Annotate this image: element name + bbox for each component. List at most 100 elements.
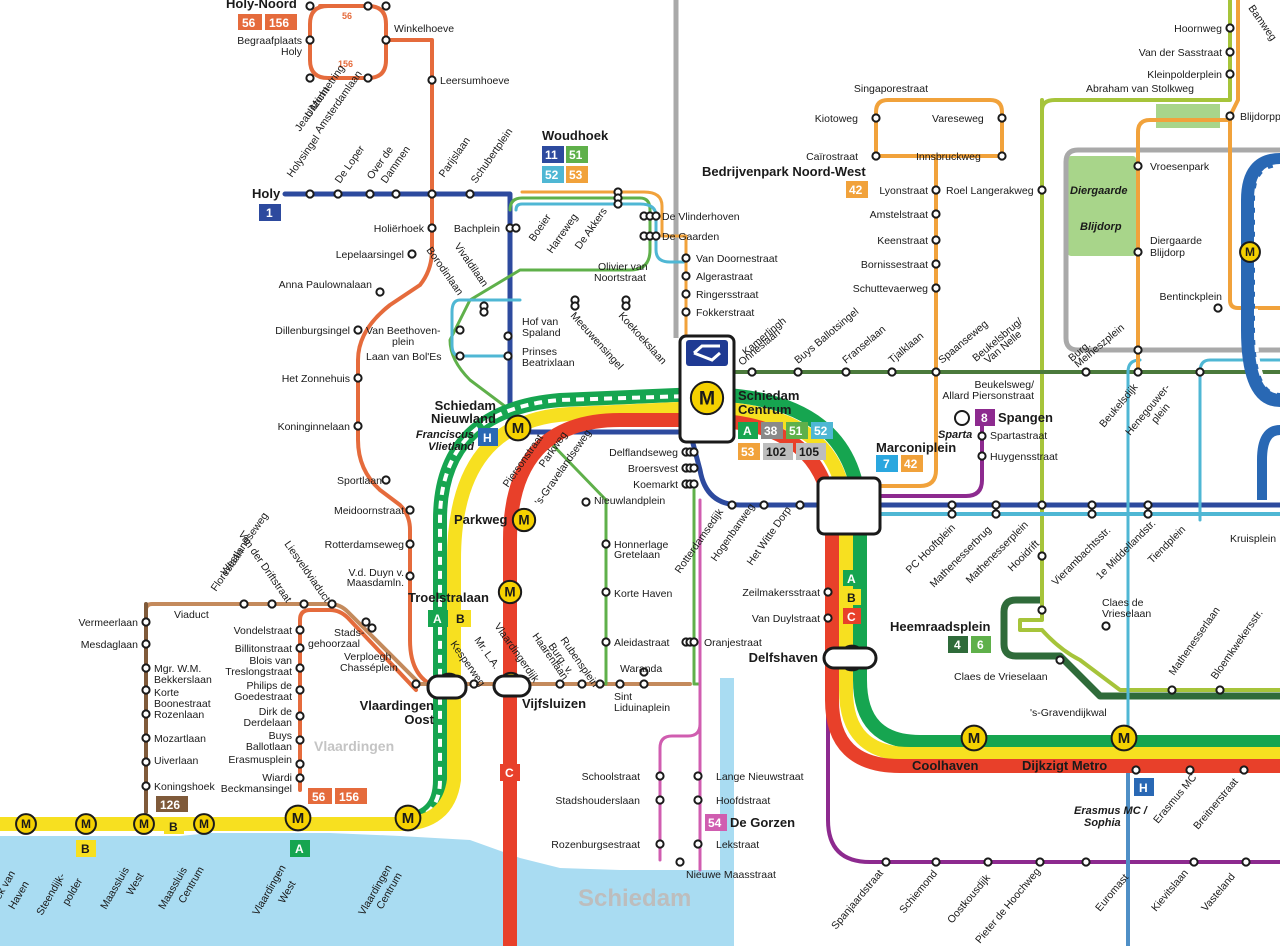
station-dot[interactable]: [639, 679, 649, 689]
station-label-wiardi[interactable]: Wiardi: [262, 772, 292, 784]
station-dot[interactable]: [305, 35, 315, 45]
station-dot[interactable]: [577, 679, 587, 689]
station-dot[interactable]: [693, 795, 703, 805]
station-dot[interactable]: [997, 151, 1007, 161]
station-label-olivier-2[interactable]: Noortstraat: [594, 272, 646, 284]
station-dot[interactable]: [141, 757, 151, 767]
station-label-bachplein[interactable]: Bachplein: [454, 223, 500, 235]
station-dot[interactable]: [503, 351, 513, 361]
station-dot[interactable]: [615, 679, 625, 689]
station-dot[interactable]: [1225, 23, 1235, 33]
station-dot[interactable]: [239, 599, 249, 609]
station-label-koningshoek[interactable]: Koningshoek: [154, 781, 215, 793]
station-dot[interactable]: [931, 283, 941, 293]
station-dot[interactable]: [747, 367, 757, 377]
station-label-meeuwensingel[interactable]: Meeuwensingel: [568, 310, 626, 372]
station-label-hof-van-1[interactable]: Hof van: [522, 316, 558, 328]
station-label-koekoekslaan[interactable]: Koekoekslaan: [616, 310, 669, 367]
station-dot[interactable]: [455, 325, 465, 335]
station-label-cairostraat[interactable]: Caïrostraat: [806, 151, 858, 163]
station-label-buys-1[interactable]: Buys: [269, 730, 292, 742]
station-dot[interactable]: [375, 287, 385, 297]
station-label-vasteland[interactable]: Vasteland: [1199, 871, 1238, 914]
station-label-laan-van-boles[interactable]: Laan van Bol'Es: [366, 351, 442, 363]
station-dot[interactable]: [947, 500, 957, 510]
station-label-delflandseweg[interactable]: Delflandseweg: [609, 447, 678, 459]
station-dot[interactable]: [881, 857, 891, 867]
station-dot[interactable]: [327, 599, 337, 609]
station-dot[interactable]: [469, 679, 479, 689]
station-label-innsbruckweg[interactable]: Innsbruckweg: [916, 151, 981, 163]
station-dot[interactable]: [651, 231, 661, 241]
station-dot[interactable]: [983, 857, 993, 867]
station-dot[interactable]: [363, 1, 373, 11]
station-label-korte-2[interactable]: Boonestraat: [154, 698, 211, 710]
station-dot[interactable]: [333, 189, 343, 199]
station-label-buys-2[interactable]: Ballotlaan: [246, 741, 292, 753]
station-label-hof-van-2[interactable]: Spaland: [522, 327, 561, 339]
station-label-algerastraat[interactable]: Algerastraat: [696, 271, 753, 283]
station-label-sint-1[interactable]: Sint: [614, 691, 632, 703]
station-label-keenstraat[interactable]: Keenstraat: [877, 235, 928, 247]
station-label-blois-1[interactable]: Blois van: [249, 655, 292, 667]
station-dot[interactable]: [727, 500, 737, 510]
station-dot[interactable]: [295, 663, 305, 673]
station-label-dillenburgsingel[interactable]: Dillenburgsingel: [275, 325, 350, 337]
station-label-vermeerlaan[interactable]: Vermeerlaan: [78, 617, 138, 629]
station-dot[interactable]: [1133, 161, 1143, 171]
station-dot[interactable]: [1225, 69, 1235, 79]
troelstralaan-metro[interactable]: M: [497, 579, 523, 605]
station-label-verploegh-2[interactable]: Chasséplein: [340, 662, 398, 674]
schiedam-centrum-metro[interactable]: M: [689, 380, 725, 416]
station-dot[interactable]: [295, 773, 305, 783]
station-label-rotterdamseweg[interactable]: Rotterdamseweg: [325, 539, 405, 551]
station-dot[interactable]: [759, 500, 769, 510]
station-dot[interactable]: [295, 625, 305, 635]
station-dot[interactable]: [681, 271, 691, 281]
station-dot[interactable]: [427, 223, 437, 233]
station-dot[interactable]: [841, 367, 851, 377]
station-dot[interactable]: [381, 1, 391, 11]
station-dot[interactable]: [363, 73, 373, 83]
station-dot[interactable]: [795, 500, 805, 510]
station-dot[interactable]: [295, 643, 305, 653]
station-dot[interactable]: [991, 500, 1001, 510]
station-label-bornissestraat[interactable]: Bornissestraat: [861, 259, 928, 271]
station-dot[interactable]: [405, 539, 415, 549]
station-dot[interactable]: [141, 663, 151, 673]
station-label-waranda[interactable]: Waranda: [620, 663, 662, 675]
station-dot[interactable]: [299, 599, 309, 609]
station-dot[interactable]: [141, 617, 151, 627]
parkweg-metro[interactable]: M: [511, 507, 537, 533]
station-dot[interactable]: [931, 367, 941, 377]
station-label-vd-duyn-1[interactable]: V.d. Duyn v.: [349, 567, 404, 579]
station-label-billitonstraat[interactable]: Billitonstraat: [235, 643, 292, 655]
station-dot[interactable]: [570, 301, 580, 311]
station-label-erasmus-mc[interactable]: Erasmus MC: [1151, 771, 1199, 826]
station-dot[interactable]: [1055, 655, 1065, 665]
station-dot[interactable]: [295, 759, 305, 769]
station-dot[interactable]: [267, 599, 277, 609]
station-label-het-zonnehuis[interactable]: Het Zonnehuis: [282, 373, 350, 385]
station-label-mozartlaan[interactable]: Mozartlaan: [154, 733, 206, 745]
station-dot[interactable]: [295, 685, 305, 695]
station-dot[interactable]: [1225, 111, 1235, 121]
station-label-nieuwe-maasstraat[interactable]: Nieuwe Maasstraat: [686, 869, 776, 881]
station-label-koemarkt[interactable]: Koemarkt: [633, 479, 678, 491]
station-dot[interactable]: [977, 451, 987, 461]
station-dot[interactable]: [613, 199, 623, 209]
station-dot[interactable]: [1225, 47, 1235, 57]
station-label-hoofdstraat[interactable]: Hoofdstraat: [716, 795, 770, 807]
station-label-gravendijkwal[interactable]: 's-Gravendijkwal: [1030, 707, 1107, 719]
station-dot[interactable]: [1035, 857, 1045, 867]
station-label-philips-1[interactable]: Philips de: [246, 680, 292, 692]
station-label-schiemond[interactable]: Schiemond: [897, 868, 940, 916]
station-dot[interactable]: [555, 679, 565, 689]
station-label-stads-2[interactable]: gehoorzaal: [308, 638, 360, 650]
station-dot[interactable]: [1131, 765, 1141, 775]
station-dot[interactable]: [1213, 303, 1223, 313]
station-label-sportlaan[interactable]: Sportlaan: [337, 475, 382, 487]
station-label-hoornweg[interactable]: Hoornweg: [1174, 23, 1222, 35]
station-label-blois-2[interactable]: Treslongstraat: [225, 666, 292, 678]
marconiplein-interchange[interactable]: [816, 476, 882, 536]
